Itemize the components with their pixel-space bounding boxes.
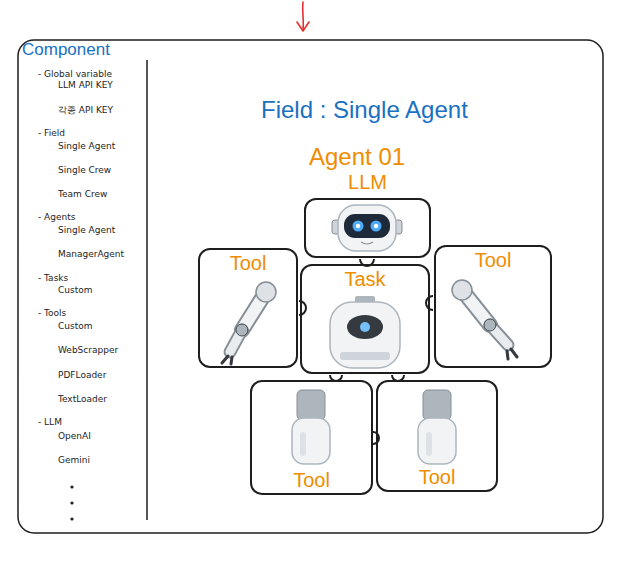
pointer-arrow <box>297 22 309 31</box>
pointer-arrow <box>297 2 309 31</box>
ellipsis-dots <box>70 501 73 504</box>
piece-label: Tool <box>293 469 330 492</box>
sidebar-item: 각종 API KEY <box>58 105 113 116</box>
ellipsis-dots <box>70 485 73 488</box>
sidebar-item: PDFLoader <box>58 370 106 381</box>
robot-arm-left <box>222 356 232 364</box>
robot-head <box>353 221 364 232</box>
sidebar-item: - Tools <box>38 308 66 319</box>
diagram-title: Field : Single Agent <box>261 96 468 124</box>
sidebar-item: - Global variable <box>38 69 112 80</box>
robot-leg-right <box>418 418 456 464</box>
sidebar-item: Custom <box>58 285 92 296</box>
robot-head <box>332 205 402 251</box>
piece-label: LLM <box>348 171 387 194</box>
robot-arm-right <box>452 280 517 359</box>
robot-leg-right <box>423 390 451 420</box>
sidebar-item: Custom <box>58 321 92 332</box>
sidebar-item: - Agents <box>38 212 75 223</box>
puzzle-knob <box>299 259 433 444</box>
outer-frame <box>18 40 603 533</box>
robot-torso <box>330 302 400 368</box>
sidebar-heading: Component <box>22 40 110 60</box>
puzzle-piece: LLM <box>304 198 431 258</box>
robot-head <box>344 214 390 238</box>
robot-leg-left <box>292 390 330 464</box>
sidebar-item: - Field <box>38 128 65 139</box>
robot-leg-right <box>418 390 456 464</box>
sidebar-item: - Tasks <box>38 273 68 284</box>
sidebar-divider <box>146 60 148 520</box>
robot-torso <box>347 315 383 339</box>
agent-name: Agent 01 <box>309 143 405 171</box>
sidebar-item: Single Agent <box>58 225 115 236</box>
sidebar-item: Single Crew <box>58 165 111 176</box>
sidebar-item: Single Agent <box>58 141 115 152</box>
sidebar-item: WebScrapper <box>58 345 118 356</box>
ellipsis-dots <box>70 485 73 520</box>
robot-leg-left <box>300 432 306 456</box>
puzzle-piece: Tool <box>198 248 298 368</box>
robot-torso <box>330 296 400 368</box>
sidebar-item: TextLoader <box>58 394 107 405</box>
robot-leg-left <box>297 390 325 420</box>
sidebar-item: Team Crew <box>58 189 107 200</box>
sidebar-item: OpenAI <box>58 431 91 442</box>
robot-leg-right <box>426 432 432 456</box>
robot-torso <box>340 352 390 360</box>
puzzle-piece: Tool <box>376 380 498 492</box>
robot-arm-left <box>222 282 276 364</box>
ellipsis-dots <box>70 517 73 520</box>
sidebar-item: ManagerAgent <box>58 249 124 260</box>
robot-leg-left <box>292 418 330 464</box>
puzzle-piece: Tool <box>434 245 552 368</box>
piece-label: Tool <box>475 249 512 272</box>
puzzle-piece: Task <box>300 264 430 374</box>
sidebar-item: Gemini <box>58 455 90 466</box>
sidebar-item: - LLM <box>38 417 62 428</box>
robot-arm-left <box>256 282 276 302</box>
piece-label: Tool <box>230 252 267 275</box>
robot-head <box>338 205 396 251</box>
robot-arm-right <box>484 319 496 331</box>
robot-arm-right <box>452 280 472 300</box>
robot-head <box>361 242 373 244</box>
robot-head <box>374 224 378 228</box>
robot-torso <box>360 322 370 332</box>
piece-label: Tool <box>419 466 456 489</box>
robot-head <box>371 221 382 232</box>
pointer-arrow <box>302 2 304 30</box>
robot-arm-left <box>236 324 248 336</box>
robot-head <box>356 224 360 228</box>
robot-arm-right <box>507 349 517 359</box>
sidebar-item: LLM API KEY <box>58 80 113 91</box>
piece-label: Task <box>344 268 385 291</box>
puzzle-piece: Tool <box>250 380 373 495</box>
